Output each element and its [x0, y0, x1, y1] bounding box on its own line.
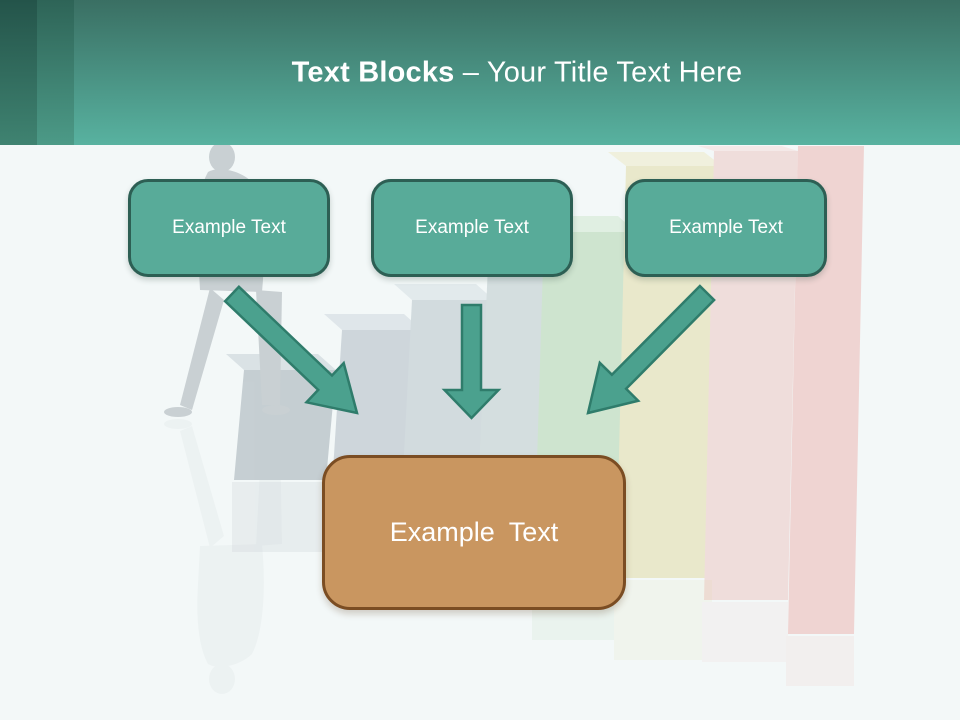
slide-title-bold: Text Blocks	[291, 56, 455, 88]
result-block-label: Example Text	[389, 517, 559, 547]
text-block-1: Example Text	[128, 179, 330, 277]
result-block: Example Text	[322, 455, 626, 610]
header-accent-stripe-dark	[0, 0, 37, 145]
header-accent-stripe-medium	[37, 0, 74, 145]
slide-title: Text Blocks – Your Title Text Here	[74, 56, 960, 89]
text-block-3-label: Example Text	[669, 217, 783, 238]
text-block-1-label: Example Text	[172, 217, 286, 238]
text-block-2: Example Text	[371, 179, 573, 277]
title-bar: Text Blocks – Your Title Text Here	[0, 0, 960, 145]
slide-title-rest: Your Title Text Here	[486, 56, 743, 88]
slide-title-separator: –	[462, 56, 480, 88]
text-block-3: Example Text	[625, 179, 827, 277]
text-block-2-label: Example Text	[415, 217, 529, 238]
